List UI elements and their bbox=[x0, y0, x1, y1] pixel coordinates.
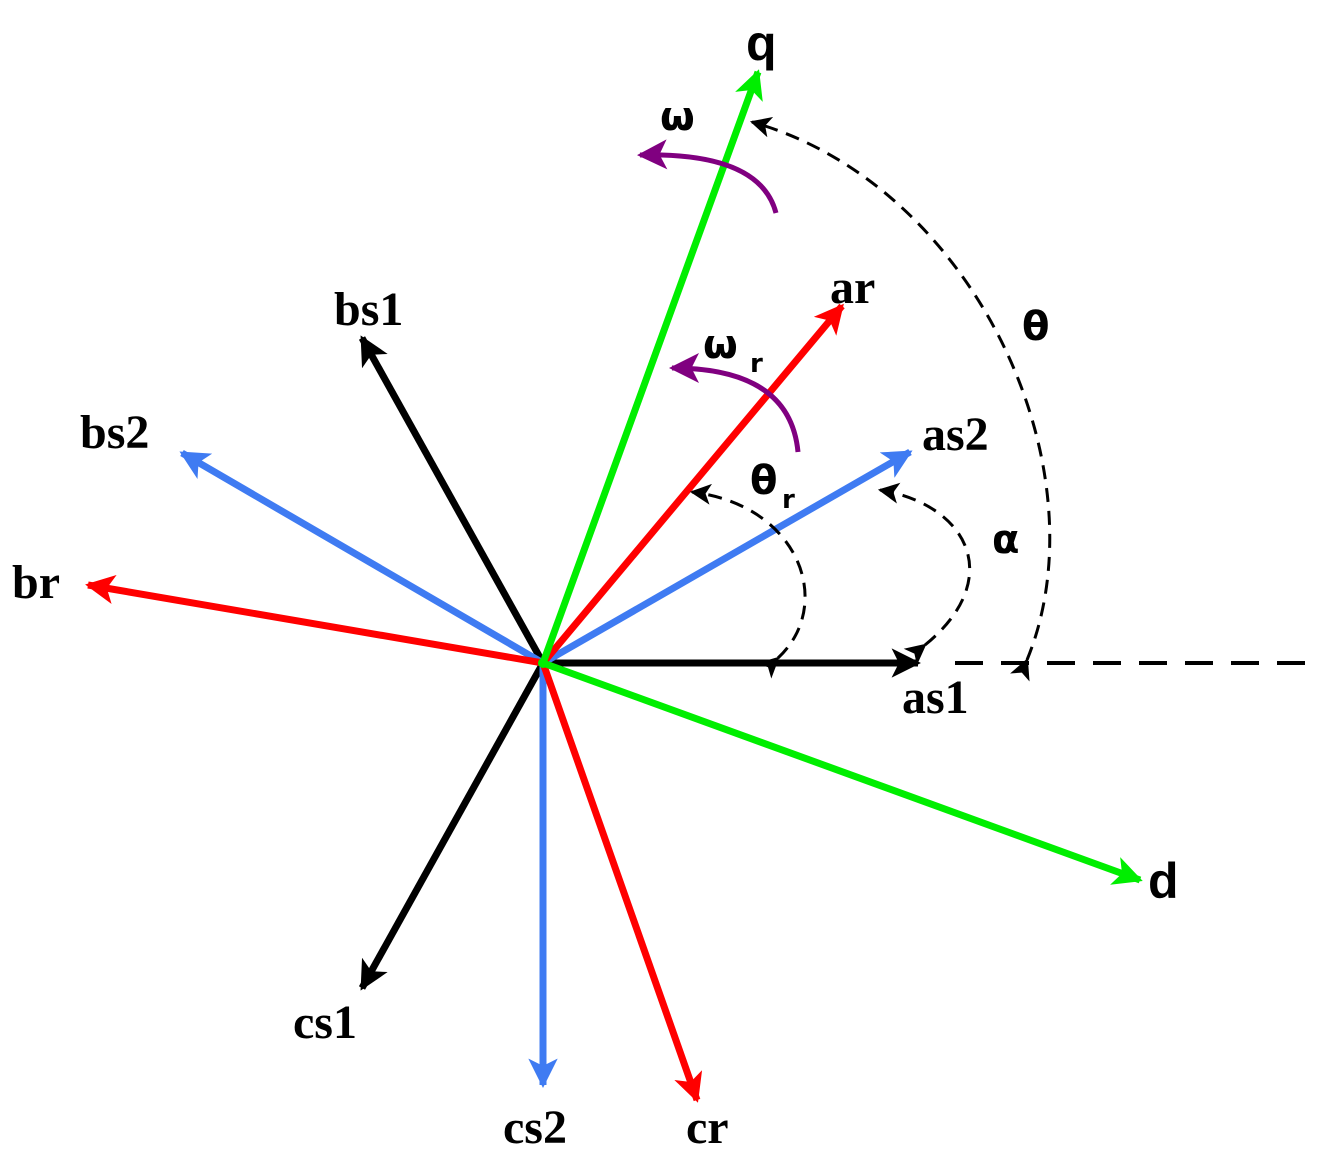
vector-bs2 bbox=[179, 449, 545, 667]
label-cs1: cs1 bbox=[293, 996, 357, 1049]
label-cs2: cs2 bbox=[503, 1101, 567, 1154]
vector-cr bbox=[539, 661, 703, 1103]
vector-cs1 bbox=[358, 661, 547, 991]
origin-point bbox=[538, 658, 548, 668]
alpha-angle-arc bbox=[877, 482, 972, 666]
label-omega-r-sub: r bbox=[750, 349, 763, 379]
label-theta-r: θ bbox=[750, 458, 777, 504]
theta-r-angle-arc bbox=[689, 483, 807, 679]
vector-as2 bbox=[541, 448, 913, 667]
label-theta-r-sub: r bbox=[782, 485, 795, 515]
label-q: q bbox=[746, 15, 777, 71]
vector-ar bbox=[540, 303, 845, 666]
label-br: br bbox=[12, 556, 60, 609]
label-bs2: bs2 bbox=[80, 406, 149, 459]
label-alpha: α bbox=[992, 517, 1019, 563]
theta-angle-arc bbox=[749, 117, 1052, 682]
vector-d bbox=[541, 659, 1143, 885]
vector-br bbox=[85, 574, 544, 667]
label-ar: ar bbox=[830, 261, 875, 314]
label-as1: as1 bbox=[902, 671, 969, 724]
label-omega-r: ω bbox=[703, 322, 738, 368]
label-cr: cr bbox=[686, 1101, 729, 1154]
vector-bs1 bbox=[358, 335, 547, 665]
vector-q bbox=[539, 69, 763, 665]
label-theta: θ bbox=[1022, 304, 1049, 350]
label-as2: as2 bbox=[922, 408, 989, 461]
label-omega: ω bbox=[660, 94, 695, 140]
label-bs1: bs1 bbox=[334, 283, 403, 336]
label-d: d bbox=[1148, 853, 1179, 909]
